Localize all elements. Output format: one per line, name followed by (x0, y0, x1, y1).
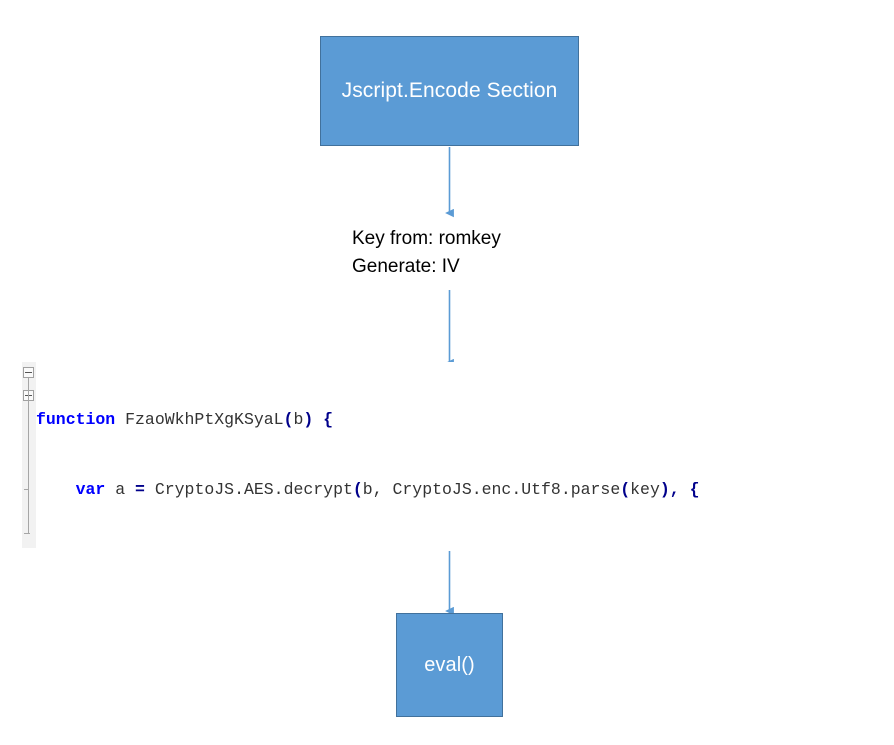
code-line-2: var a = CryptoJS.AES.decrypt(b, CryptoJS… (36, 478, 700, 501)
code-token: var (75, 480, 106, 499)
node-jscript-encode-section-label: Jscript.Encode Section (341, 79, 558, 103)
code-fold-gutter[interactable] (22, 362, 36, 548)
code-token: ) { (303, 410, 334, 430)
code-line-1: function FzaoWkhPtXgKSyaL(b) { (36, 408, 699, 431)
code-block[interactable]: function FzaoWkhPtXgKSyaL(b) { var a = C… (0, 362, 894, 548)
code-fold-toggle-outer[interactable] (23, 367, 34, 378)
code-token: ( (352, 480, 363, 499)
node-eval[interactable]: eval() (396, 613, 503, 717)
code-fold-line-inner (28, 401, 29, 489)
code-token: b (293, 410, 304, 430)
code-token: = (135, 480, 145, 499)
code-lines: function FzaoWkhPtXgKSyaL(b) { var a = C… (36, 362, 699, 548)
code-token: key (630, 480, 660, 499)
node-eval-label: eval() (424, 653, 475, 676)
code-token: a (105, 480, 136, 499)
code-token: b, CryptoJS.enc.Utf8.parse (362, 480, 621, 499)
code-fold-end-inner (24, 489, 29, 490)
annotation-key-iv: Key from: romkey Generate: IV (352, 228, 501, 277)
node-jscript-encode-section[interactable]: Jscript.Encode Section (320, 36, 579, 146)
code-token: ( (620, 480, 631, 499)
code-token: CryptoJS.AES.decrypt (144, 480, 353, 499)
code-token: ( (283, 410, 294, 430)
code-token: ), { (659, 480, 700, 499)
code-token: function (36, 410, 116, 430)
code-fold-end-outer (24, 533, 30, 534)
code-token: FzaoWkhPtXgKSyaL (115, 410, 284, 430)
code-token (36, 480, 76, 499)
